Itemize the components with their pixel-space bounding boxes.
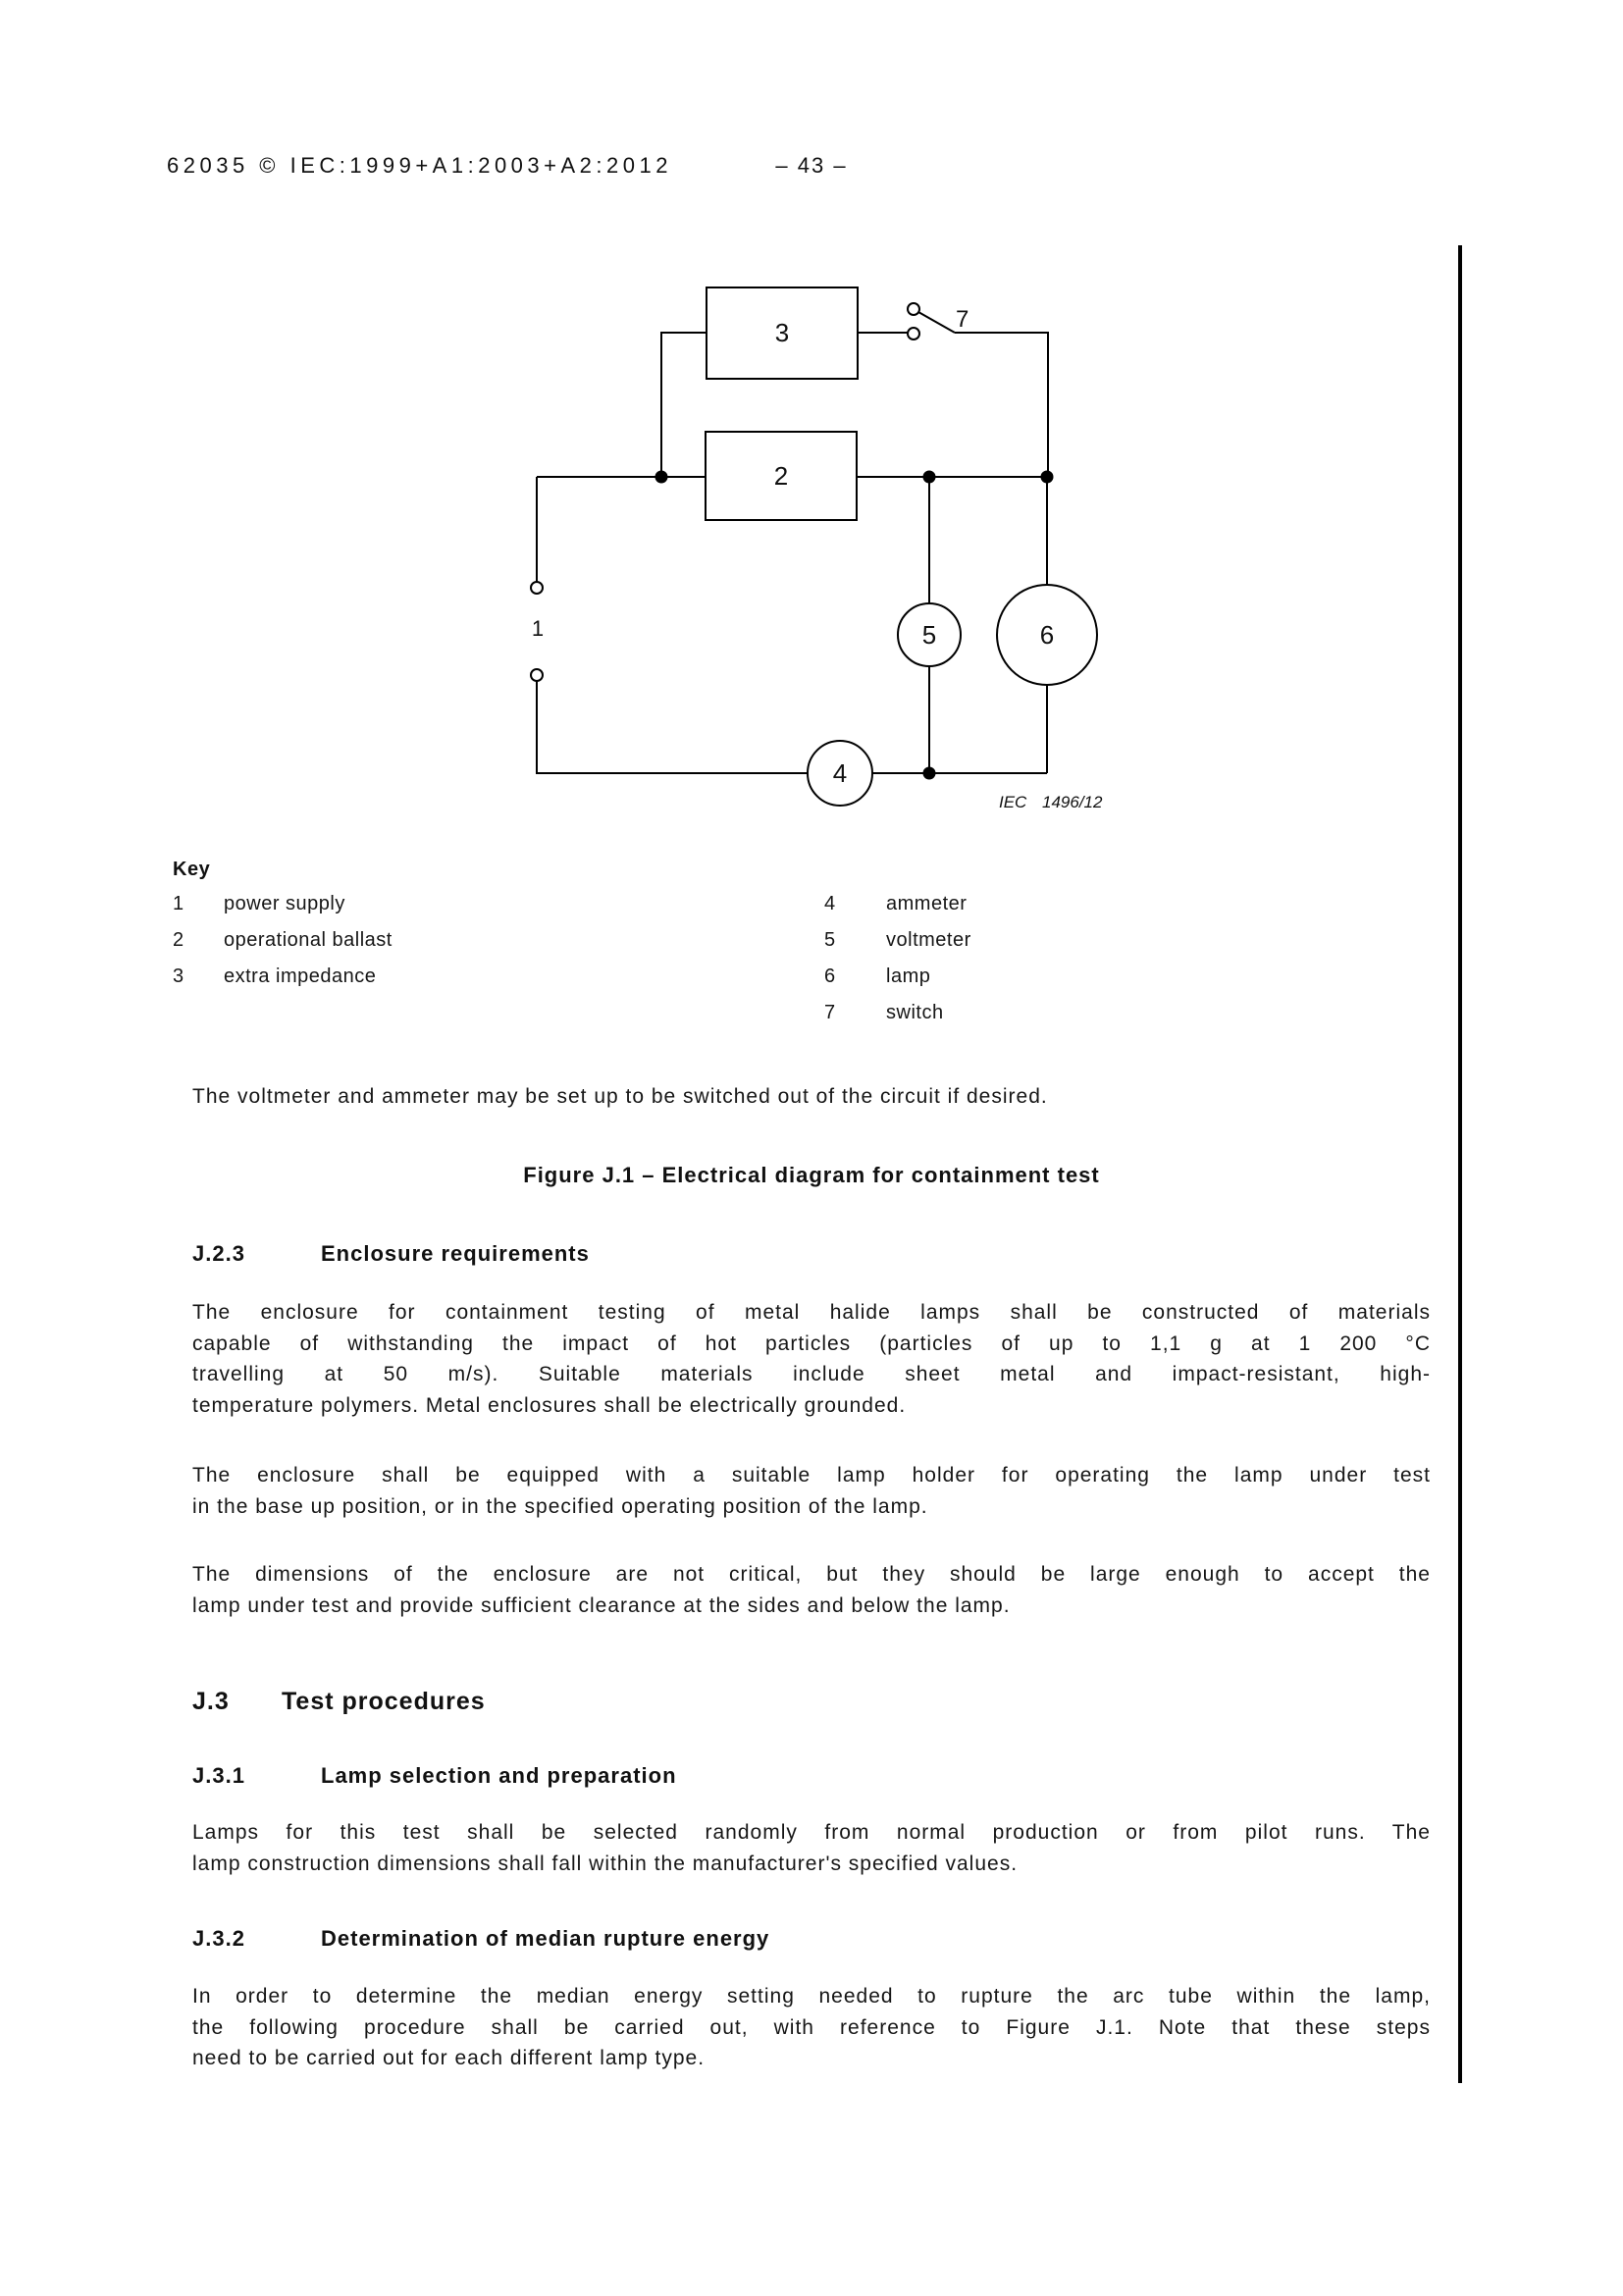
section-title: Lamp selection and preparation bbox=[321, 1763, 677, 1788]
figure-caption: Figure J.1 – Electrical diagram for cont… bbox=[523, 1163, 1100, 1187]
junction-dot bbox=[654, 470, 668, 484]
key-item-number: 4 bbox=[824, 893, 836, 914]
label-switch: 7 bbox=[956, 306, 969, 333]
section-heading-j3: J.3 Test procedures bbox=[192, 1687, 486, 1716]
text-line: need to be carried out for each differen… bbox=[192, 2047, 706, 2069]
text-line: lamp construction dimensions shall fall … bbox=[192, 1852, 1019, 1875]
paragraph: The enclosure for containment testing of… bbox=[192, 1297, 1431, 1421]
junction-dot bbox=[922, 766, 936, 780]
key-item-label: extra impedance bbox=[224, 965, 377, 987]
key-item-label: operational ballast bbox=[224, 929, 393, 951]
key-item-label: switch bbox=[886, 1002, 944, 1023]
wire-impedance-left bbox=[660, 332, 707, 477]
paragraph: In order to determine the median energy … bbox=[192, 1981, 1431, 2074]
section-number: J.3.1 bbox=[192, 1763, 245, 1788]
section-title: Enclosure requirements bbox=[321, 1241, 590, 1266]
key-item-label: ammeter bbox=[886, 893, 968, 914]
operational-ballast-box bbox=[705, 431, 858, 521]
section-title: Determination of median rupture energy bbox=[321, 1926, 770, 1951]
key-item-number: 6 bbox=[824, 965, 836, 987]
junction-dot bbox=[922, 470, 936, 484]
section-number: J.3 bbox=[192, 1688, 230, 1715]
figure-note: The voltmeter and ammeter may be set up … bbox=[192, 1085, 1048, 1108]
text-line: in the base up position, or in the speci… bbox=[192, 1494, 928, 1518]
circuit-diagram: 3 2 1 4 5 6 7 IEC 1496/12 bbox=[530, 287, 1103, 811]
section-heading-j32: J.3.2 Determination of median rupture ene… bbox=[192, 1926, 769, 1952]
key-item-number: 2 bbox=[173, 929, 184, 951]
junction-dot bbox=[1040, 470, 1054, 484]
text-line: lamp under test and provide sufficient c… bbox=[192, 1593, 1011, 1617]
key-item-label: lamp bbox=[886, 965, 931, 987]
figure-credit-number: 1496/12 bbox=[1042, 793, 1103, 811]
key-item-number: 1 bbox=[173, 893, 184, 914]
text-line: The enclosure shall be equipped with a s… bbox=[192, 1464, 1431, 1487]
section-heading-j23: J.2.3 Enclosure requirements bbox=[192, 1241, 590, 1267]
text-line: The dimensions of the enclosure are not … bbox=[192, 1563, 1431, 1586]
figure-credit-iec: IEC bbox=[999, 793, 1027, 811]
text-line: Lamps for this test shall be selected ra… bbox=[192, 1821, 1431, 1844]
switch-blade bbox=[917, 311, 956, 334]
text-line: temperature polymers. Metal enclosures s… bbox=[192, 1393, 907, 1417]
section-number: J.2.3 bbox=[192, 1241, 245, 1266]
label-lamp: 6 bbox=[1040, 620, 1054, 650]
section-heading-j31: J.3.1 Lamp selection and preparation bbox=[192, 1763, 677, 1789]
label-power-supply: 1 bbox=[532, 616, 544, 641]
switch-contact-lower bbox=[907, 327, 920, 340]
text-line: The enclosure for containment testing of… bbox=[192, 1301, 1431, 1324]
section-number: J.3.2 bbox=[192, 1926, 245, 1951]
label-extra-impedance: 3 bbox=[775, 318, 789, 347]
ammeter-circle bbox=[807, 740, 873, 807]
extra-impedance-box bbox=[706, 287, 859, 380]
section-title: Test procedures bbox=[282, 1688, 486, 1715]
wire-switch-right bbox=[955, 332, 1049, 477]
text-line: In order to determine the median energy … bbox=[192, 1985, 1431, 2008]
label-operational-ballast: 2 bbox=[774, 461, 788, 491]
text-line: travelling at 50 m/s). Suitable material… bbox=[192, 1363, 1431, 1385]
paragraph: The enclosure shall be equipped with a s… bbox=[192, 1460, 1431, 1522]
power-terminal-bottom bbox=[530, 668, 544, 682]
switch-contact-upper bbox=[907, 302, 920, 316]
paragraph: The dimensions of the enclosure are not … bbox=[192, 1559, 1431, 1621]
lamp-circle bbox=[996, 584, 1098, 686]
key-title: Key bbox=[173, 859, 211, 880]
key-item-label: voltmeter bbox=[886, 929, 971, 951]
text-line: capable of withstanding the impact of ho… bbox=[192, 1331, 1431, 1355]
label-ammeter: 4 bbox=[833, 758, 847, 788]
key-item-label: power supply bbox=[224, 893, 345, 914]
paragraph: Lamps for this test shall be selected ra… bbox=[192, 1817, 1431, 1879]
page-number: – 43 – bbox=[775, 153, 848, 178]
text-line: the following procedure shall be carried… bbox=[192, 2015, 1431, 2039]
power-terminal-top bbox=[530, 581, 544, 595]
key-item-number: 5 bbox=[824, 929, 836, 951]
wire-supply-bottom bbox=[536, 681, 808, 774]
document-reference: 62035 © IEC:1999+A1:2003+A2:2012 bbox=[167, 153, 672, 178]
label-voltmeter: 5 bbox=[922, 620, 936, 650]
change-bar bbox=[1458, 245, 1462, 2083]
key-item-number: 7 bbox=[824, 1002, 836, 1023]
key-item-number: 3 bbox=[173, 965, 184, 987]
voltmeter-circle bbox=[897, 602, 962, 667]
